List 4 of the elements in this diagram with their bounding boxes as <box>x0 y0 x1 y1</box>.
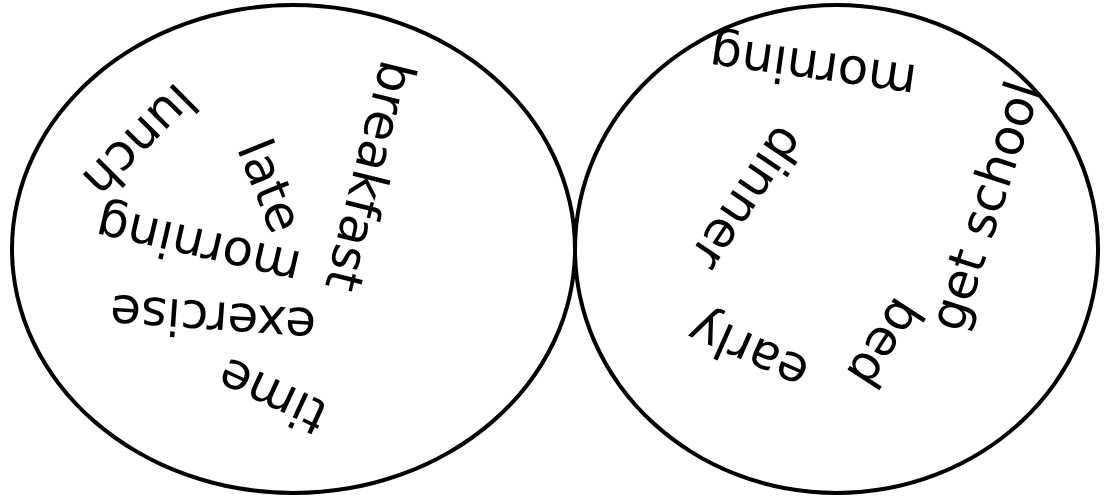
rotated-word: morning <box>706 28 920 108</box>
rotated-word: early <box>680 302 816 400</box>
rotated-word: exercise <box>108 286 318 352</box>
rotated-word: time <box>210 349 334 443</box>
